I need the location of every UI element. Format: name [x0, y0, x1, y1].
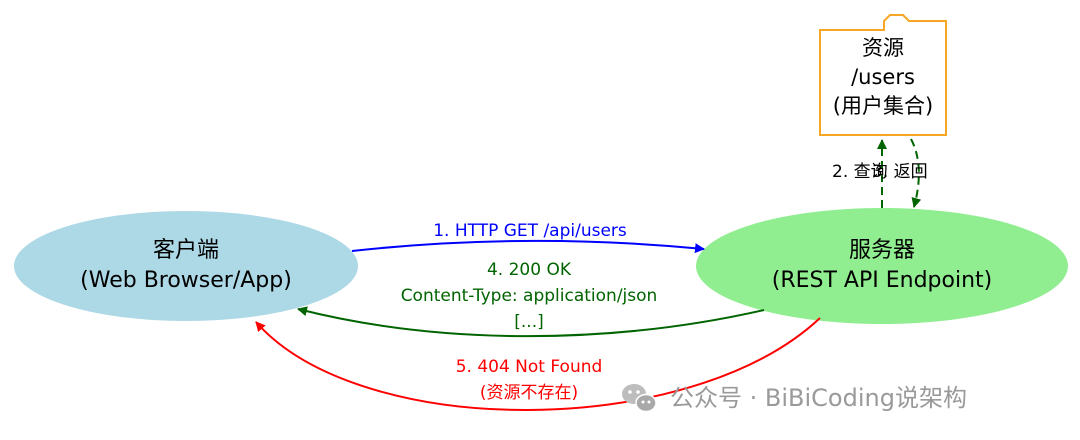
return-arrow: [910, 138, 922, 208]
client-ellipse: [14, 211, 358, 321]
edge-query: 2. 查询 3. 返回: [832, 138, 928, 208]
edge-ok-response: 4. 200 OK Content-Type: application/json…: [297, 260, 765, 338]
notfound-desc: (资源不存在): [480, 383, 578, 403]
notfound-status: 5. 404 Not Found: [456, 357, 603, 377]
resource-path: /users: [851, 65, 915, 89]
query-label: 2. 查询: [832, 162, 888, 182]
return-label: 3. 返回: [872, 162, 928, 182]
client-title: 客户端: [153, 238, 219, 263]
ok-status: 4. 200 OK: [487, 260, 572, 280]
ok-body: [...]: [514, 312, 543, 332]
wechat-icon: [622, 384, 657, 413]
watermark-text: 公众号 · BiBiCoding说架构: [670, 384, 967, 412]
notfound-arrow: [255, 317, 821, 411]
resource-desc: (用户集合): [833, 94, 933, 118]
resource-folder-shape: [819, 14, 947, 136]
request-label: 1. HTTP GET /api/users: [433, 221, 627, 241]
ok-arrow: [297, 306, 765, 338]
server-title: 服务器: [849, 238, 915, 263]
client-subtitle: (Web Browser/App): [80, 268, 292, 293]
edge-notfound-response: 5. 404 Not Found (资源不存在): [255, 317, 821, 411]
ok-content-type: Content-Type: application/json: [401, 286, 658, 306]
request-arrow: [351, 239, 705, 254]
resource-node: 资源 /users (用户集合): [819, 14, 947, 136]
server-node: 服务器 (REST API Endpoint): [696, 208, 1068, 324]
server-subtitle: (REST API Endpoint): [772, 268, 992, 293]
edge-request: 1. HTTP GET /api/users: [351, 221, 705, 254]
client-node: 客户端 (Web Browser/App): [14, 211, 358, 321]
watermark: 公众号 · BiBiCoding说架构: [622, 384, 967, 413]
server-ellipse: [696, 208, 1068, 324]
resource-title: 资源: [862, 36, 904, 60]
